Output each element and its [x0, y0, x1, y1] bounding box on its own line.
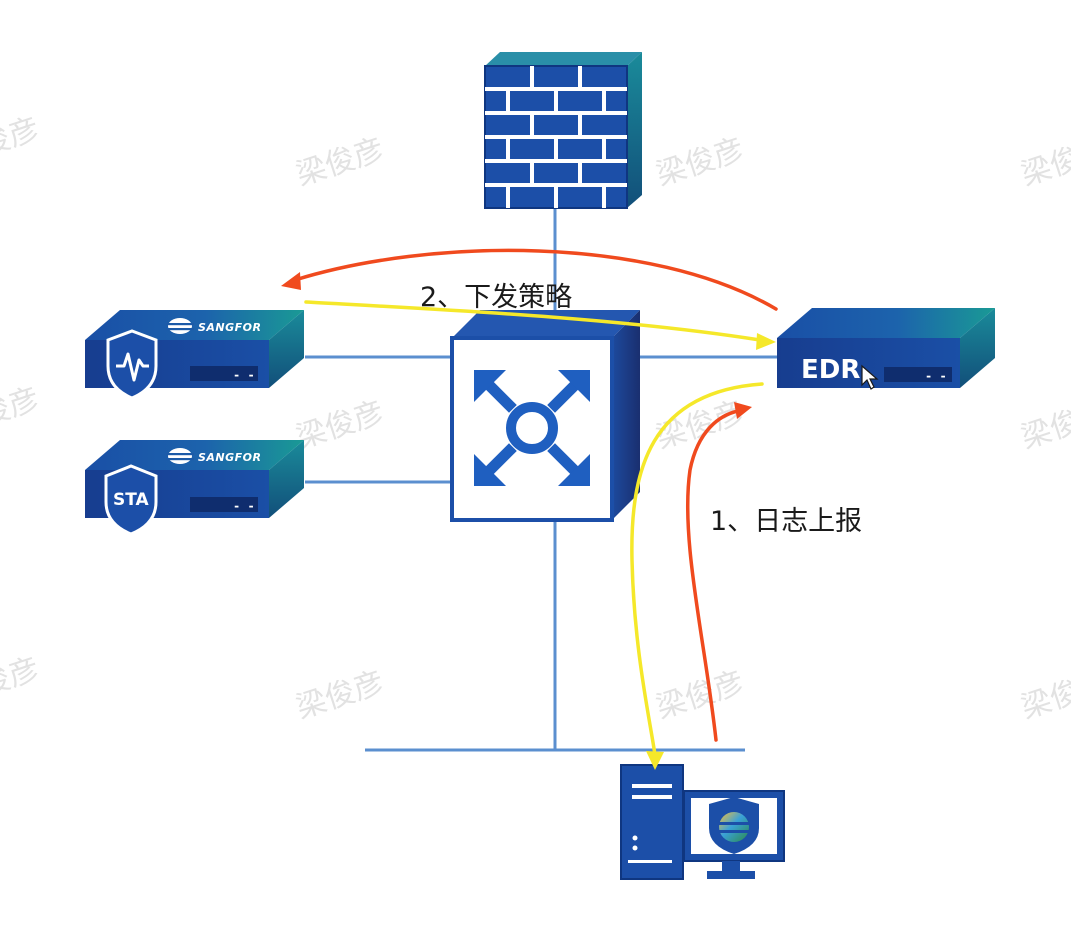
brand-label: SANGFOR	[198, 321, 262, 334]
sangfor-logo: SANGFOR	[166, 448, 262, 464]
edr-label: EDR	[801, 355, 860, 385]
apt-device: - - SANGFOR	[85, 310, 304, 400]
step-1-label: 1、日志上报	[710, 506, 862, 537]
watermark: 梁俊彦	[0, 111, 44, 172]
policy-deliver-arrow-yellow	[630, 382, 764, 770]
watermark: 梁俊彦	[0, 381, 44, 442]
pc-with-edr-agent-icon	[620, 764, 785, 880]
port-marker: - -	[925, 369, 947, 383]
brand-label: SANGFOR	[198, 451, 262, 464]
step-2-label: 2、下发策略	[420, 282, 572, 313]
firewall-icon	[484, 52, 642, 209]
watermark: 梁俊彦	[292, 132, 388, 193]
policy-push-arrow-yellow	[304, 300, 776, 350]
switch-icon	[450, 310, 640, 522]
port-marker: - -	[233, 499, 255, 513]
watermark: 梁俊彦	[1017, 395, 1071, 456]
watermark: 梁俊彦	[652, 132, 748, 193]
policy-push-arrow-red	[281, 248, 778, 311]
port-marker: - -	[233, 368, 255, 382]
sta-device: - - SANGFOR STA	[85, 440, 304, 536]
log-report-arrow-red	[685, 402, 752, 742]
sta-shield-icon: STA	[104, 464, 158, 536]
edr-device: - - EDR	[777, 308, 995, 390]
watermark: 梁俊彦	[1017, 665, 1071, 726]
waveform-shield-icon	[106, 329, 158, 400]
network-links	[305, 208, 778, 752]
watermark: 梁俊彦	[0, 651, 44, 712]
watermark: 梁俊彦	[292, 395, 388, 456]
watermark: 梁俊彦	[652, 665, 748, 726]
edr-agent-logo	[709, 797, 759, 854]
watermark: 梁俊彦	[292, 665, 388, 726]
sta-label: STA	[113, 490, 150, 510]
watermark: 梁俊彦	[1017, 132, 1071, 193]
mouse-cursor-icon	[861, 364, 879, 390]
sangfor-logo: SANGFOR	[166, 318, 262, 334]
